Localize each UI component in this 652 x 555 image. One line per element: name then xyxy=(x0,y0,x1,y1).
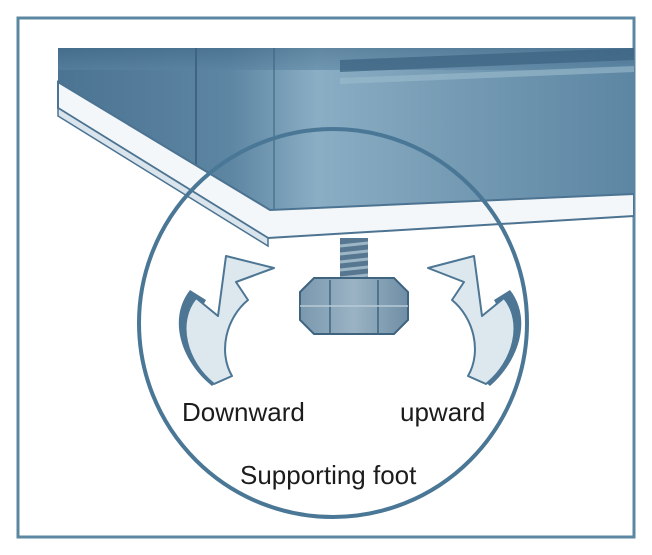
supporting-foot-label: Supporting foot xyxy=(240,460,417,490)
downward-label: Downward xyxy=(182,397,305,427)
detail-circle xyxy=(137,127,529,519)
rotate-downward-arrow-icon xyxy=(178,255,275,386)
cabinet-base-panel xyxy=(57,80,634,248)
rotate-upward-arrow-icon xyxy=(427,255,522,386)
supporting-foot-icon xyxy=(299,238,409,335)
upward-label: upward xyxy=(400,397,486,427)
